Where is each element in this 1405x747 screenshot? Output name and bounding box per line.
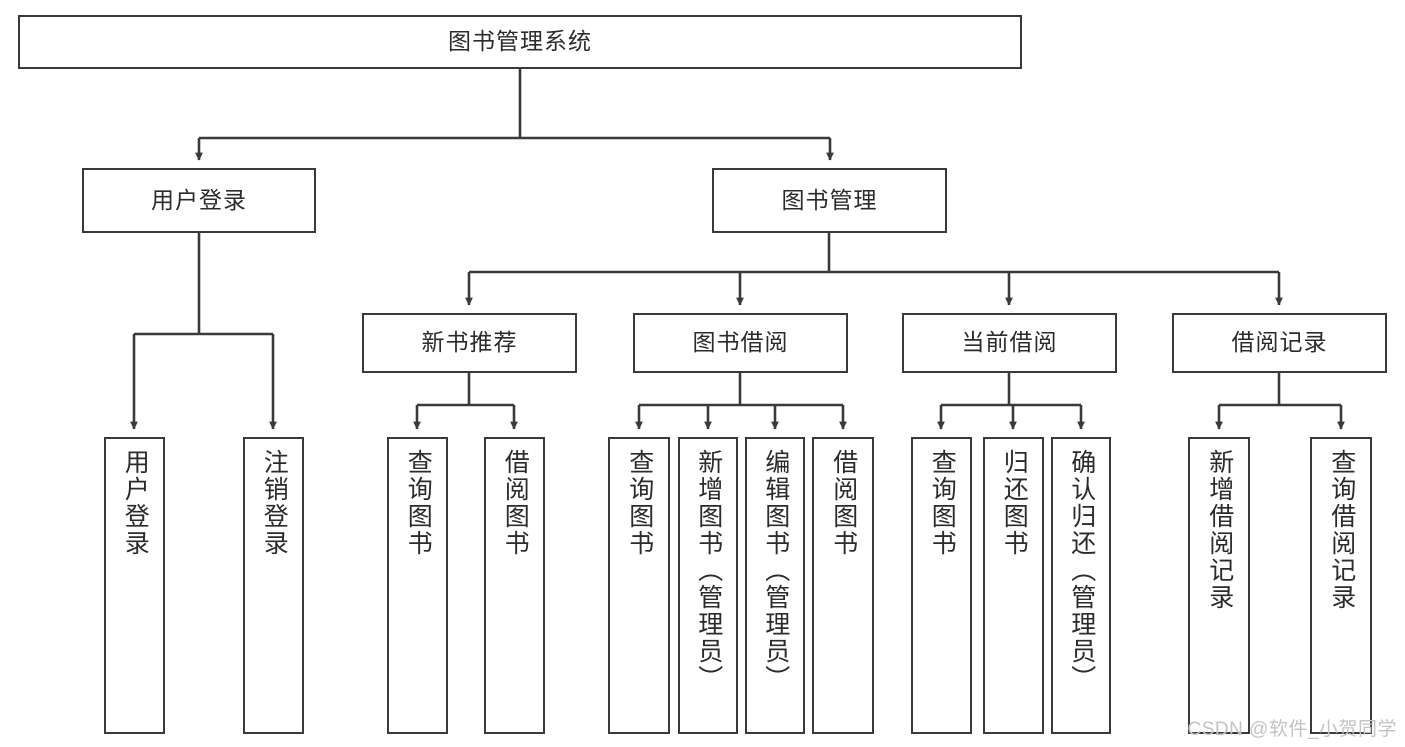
leaf-node[interactable]: 归还图书	[983, 437, 1044, 734]
leaf-node[interactable]: 查询图书	[387, 437, 448, 734]
node-book-management[interactable]: 图书管理	[712, 168, 947, 233]
leaf-node[interactable]: 查询图书	[911, 437, 972, 734]
leaf-node[interactable]: 编辑图书（管理员）	[745, 437, 805, 734]
leaf-node[interactable]: 注销登录	[243, 437, 304, 734]
leaf-node[interactable]: 借阅图书	[484, 437, 545, 734]
node-user-login[interactable]: 用户登录	[82, 168, 316, 233]
leaf-node[interactable]: 查询图书	[608, 437, 670, 734]
leaf-node[interactable]: 用户登录	[104, 437, 165, 734]
node-current-borrow[interactable]: 当前借阅	[902, 313, 1117, 373]
leaf-node[interactable]: 新增图书（管理员）	[678, 437, 738, 734]
leaf-node[interactable]: 借阅图书	[812, 437, 874, 734]
node-root[interactable]: 图书管理系统	[18, 15, 1022, 69]
node-book-borrow[interactable]: 图书借阅	[633, 313, 848, 373]
node-new-book-recommend[interactable]: 新书推荐	[362, 313, 577, 373]
leaf-node[interactable]: 查询借阅记录	[1310, 437, 1372, 734]
leaf-node[interactable]: 确认归还（管理员）	[1051, 437, 1111, 734]
csdn-watermark: CSDN @软件_小贺同学	[1187, 719, 1397, 740]
node-borrow-record[interactable]: 借阅记录	[1172, 313, 1387, 373]
leaf-node[interactable]: 新增借阅记录	[1188, 437, 1250, 734]
